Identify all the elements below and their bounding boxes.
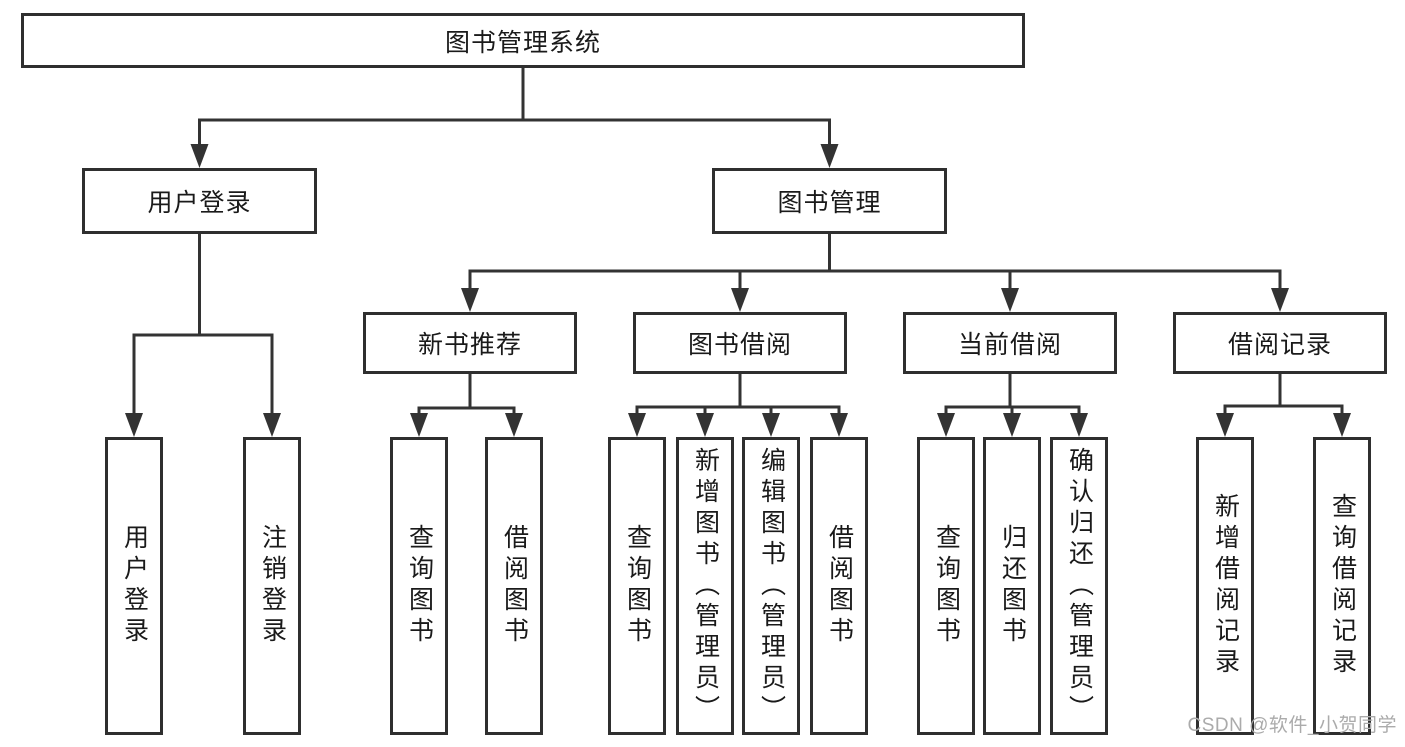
box-login-logout: 注销登录 — [243, 437, 301, 735]
box-label-current-query: 查询图书 — [932, 524, 961, 648]
box-rec-borrow: 借阅图书 — [485, 437, 543, 735]
box-root: 图书管理系统 — [21, 13, 1025, 68]
box-label-rec-query: 查询图书 — [405, 524, 434, 648]
box-rec: 新书推荐 — [363, 312, 577, 374]
box-current: 当前借阅 — [903, 312, 1117, 374]
connector-root — [190, 66, 839, 168]
box-mgmt: 图书管理 — [712, 168, 947, 234]
box-login-user: 用户登录 — [105, 437, 163, 735]
connector-current — [937, 372, 1088, 437]
box-current-return: 归还图书 — [983, 437, 1041, 735]
box-borrow-lend: 借阅图书 — [810, 437, 868, 735]
box-label-login-user: 用户登录 — [120, 524, 149, 648]
box-borrow-add: 新增图书（管理员） — [676, 437, 734, 735]
box-label-login: 用户登录 — [147, 189, 252, 217]
box-borrow-edit: 编辑图书（管理员） — [742, 437, 800, 735]
box-label-borrow-query: 查询图书 — [623, 524, 652, 648]
box-records: 借阅记录 — [1173, 312, 1387, 374]
box-label-records-query: 查询借阅记录 — [1328, 493, 1357, 679]
box-label-current-confirm: 确认归还（管理员） — [1065, 446, 1094, 726]
box-label-records: 借阅记录 — [1227, 331, 1332, 359]
box-label-login-logout: 注销登录 — [258, 524, 287, 648]
box-records-query: 查询借阅记录 — [1313, 437, 1371, 735]
box-label-borrow-edit: 编辑图书（管理员） — [757, 446, 786, 726]
box-borrow-query: 查询图书 — [608, 437, 666, 735]
box-label-rec-borrow: 借阅图书 — [500, 524, 529, 648]
box-current-confirm: 确认归还（管理员） — [1050, 437, 1108, 735]
box-records-add: 新增借阅记录 — [1196, 437, 1254, 735]
box-current-query: 查询图书 — [917, 437, 975, 735]
box-label-borrow-lend: 借阅图书 — [825, 524, 854, 648]
connector-mgmt — [461, 232, 1289, 312]
box-label-rec: 新书推荐 — [417, 331, 522, 359]
connector-records — [1216, 372, 1351, 437]
watermark: CSDN @软件_小贺同学 — [1187, 715, 1397, 736]
box-label-borrow-add: 新增图书（管理员） — [691, 446, 720, 726]
box-label-mgmt: 图书管理 — [777, 189, 882, 217]
connector-rec — [410, 372, 523, 437]
box-label-borrow: 图书借阅 — [687, 331, 792, 359]
box-label-records-add: 新增借阅记录 — [1211, 493, 1240, 679]
box-label-root: 图书管理系统 — [444, 28, 601, 57]
connector-login — [125, 232, 281, 437]
connector-borrow — [628, 372, 848, 437]
box-rec-query: 查询图书 — [390, 437, 448, 735]
box-label-current: 当前借阅 — [957, 331, 1062, 359]
box-borrow: 图书借阅 — [633, 312, 847, 374]
box-label-current-return: 归还图书 — [998, 524, 1027, 648]
box-login: 用户登录 — [82, 168, 317, 234]
